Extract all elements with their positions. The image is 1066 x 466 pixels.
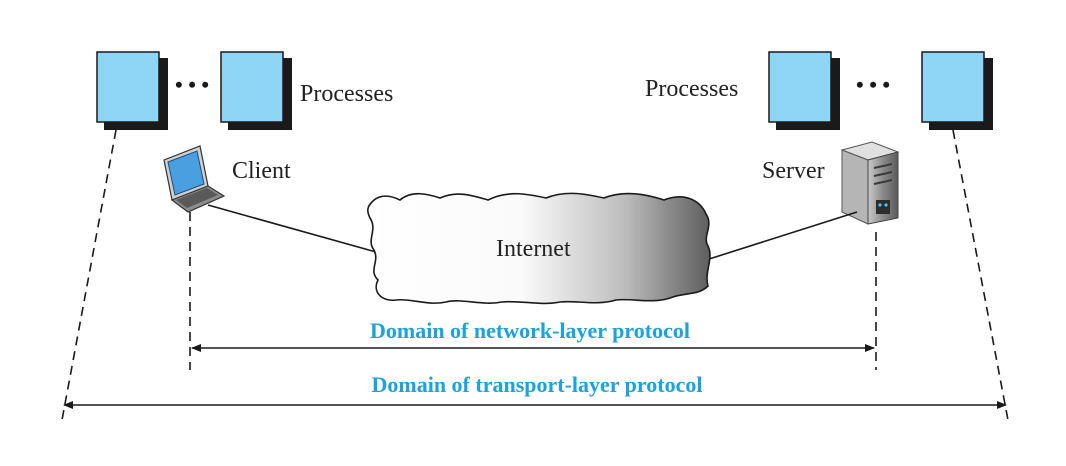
client-label: Client (232, 158, 291, 184)
process-box-left-2 (220, 51, 292, 130)
network-layer-domain-label: Domain of network-layer protocol (370, 318, 690, 343)
client-internet-link (207, 204, 377, 253)
dashed-boundaries (61, 129, 1009, 421)
processes-label-right: Processes (645, 76, 738, 102)
server-tower-icon (840, 141, 900, 225)
ellipsis-right: • • • (856, 72, 890, 97)
ellipsis-left: • • • (175, 72, 209, 97)
transport-boundary-right (952, 129, 1009, 421)
laptop-icon (163, 145, 226, 213)
internet-label: Internet (496, 236, 571, 262)
transport-layer-domain-label: Domain of transport-layer protocol (372, 372, 703, 397)
server-label: Server (762, 158, 825, 184)
process-box-right-1 (768, 51, 840, 130)
processes-label-left: Processes (300, 81, 393, 107)
process-box-left-1 (96, 51, 168, 130)
process-box-right-2 (921, 51, 993, 130)
internet-server-link (705, 211, 858, 261)
cloud-icon (367, 192, 711, 305)
transport-boundary-left (61, 129, 117, 421)
